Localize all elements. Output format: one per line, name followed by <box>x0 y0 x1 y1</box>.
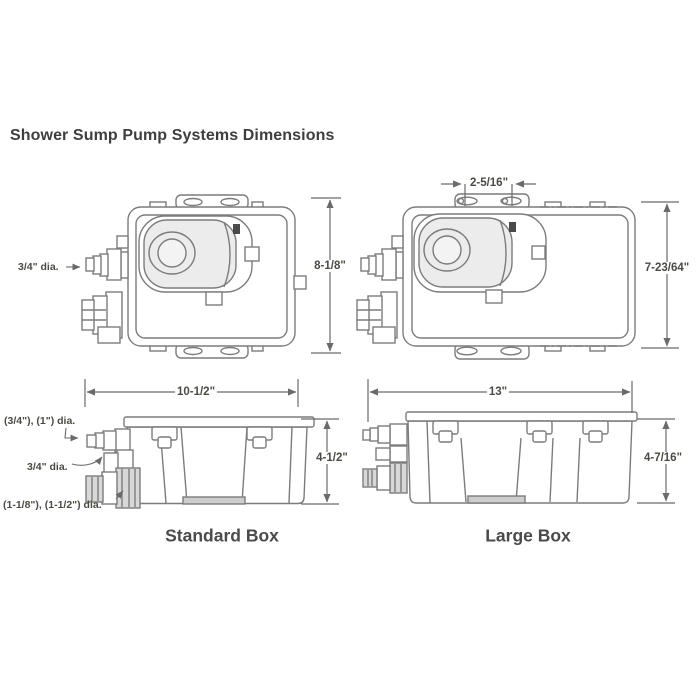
box-lid <box>123 416 315 428</box>
pump <box>138 215 253 293</box>
large-side-width-dim: 13" <box>486 386 510 398</box>
hose-fittings <box>356 248 404 344</box>
lid-latches <box>151 426 273 449</box>
hose-fittings <box>85 428 141 509</box>
large-top-tab-dimension <box>441 180 536 206</box>
standard-side-lower-fitting-label: (1-1/8"), (1-1/2") dia. <box>3 499 102 511</box>
large-box-caption: Large Box <box>485 525 571 546</box>
large-side-height-dim: 4-7/16" <box>641 452 685 464</box>
standard-side-upper-fitting-label: (3/4"), (1") dia. <box>4 415 76 427</box>
standard-side-width-dim: 10-1/2" <box>174 386 218 398</box>
hose-fittings <box>81 248 129 344</box>
standard-top-inlet-dia-label: 3/4" dia. <box>18 261 59 273</box>
large-top-height-dimension <box>641 201 679 349</box>
lid-latches <box>432 420 609 443</box>
standard-side-height-dim: 4-1/2" <box>314 452 350 464</box>
large-top-tab-spacing-dim: 2-5/16" <box>467 177 511 189</box>
box-lid <box>405 411 638 422</box>
standard-box-top-view <box>81 194 307 359</box>
standard-top-height-dimension <box>311 197 341 354</box>
standard-box-side-view <box>85 416 315 509</box>
large-box-side-view <box>362 411 638 504</box>
standard-box-caption: Standard Box <box>165 525 279 546</box>
standard-side-fitting-leaders <box>64 427 124 500</box>
large-box-top-view <box>356 193 636 360</box>
page-title: Shower Sump Pump Systems Dimensions <box>10 127 335 144</box>
mounting-tabs <box>149 194 264 359</box>
standard-top-height-dim: 8-1/8" <box>312 260 348 272</box>
hose-fittings <box>362 423 408 494</box>
pump <box>413 213 547 293</box>
large-top-height-dim: 7-23/64" <box>642 262 692 274</box>
standard-side-mid-fitting-label: 3/4" dia. <box>27 461 68 473</box>
